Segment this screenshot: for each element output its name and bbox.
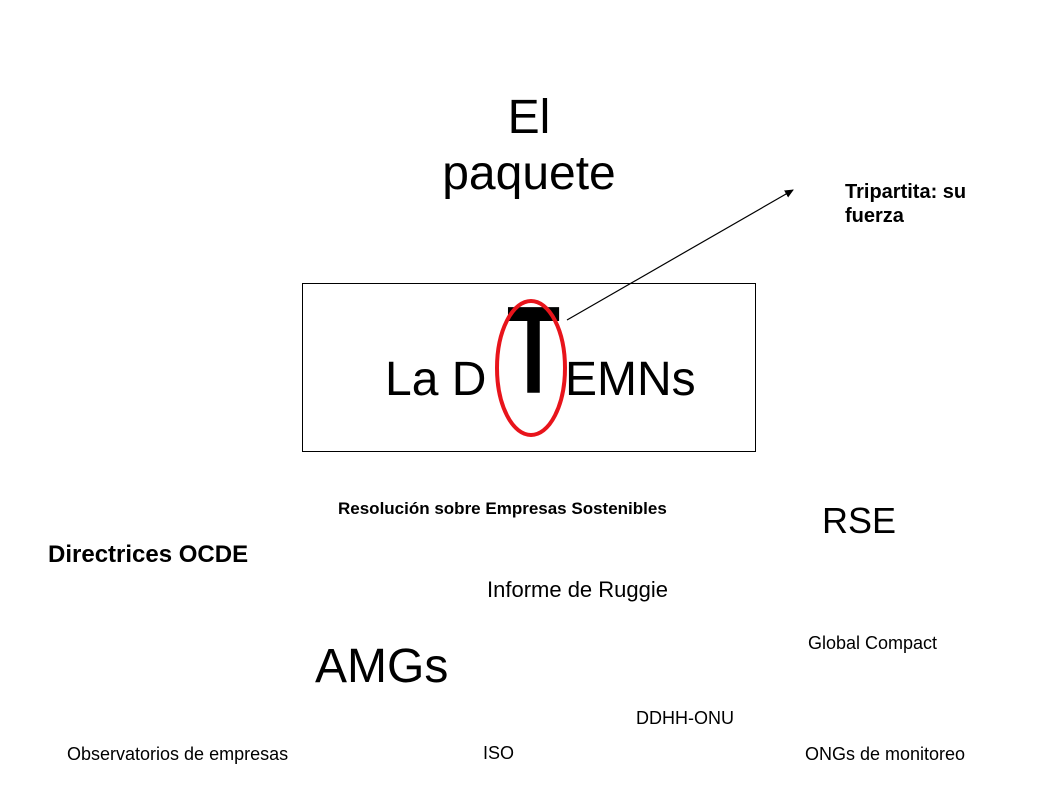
label-ddhh: DDHH-ONU xyxy=(636,708,734,728)
label-resolucion: Resolución sobre Empresas Sostenibles xyxy=(338,499,667,518)
diagram-title: El paquete xyxy=(0,90,1058,202)
center-text-suffix: EMNs xyxy=(565,353,696,406)
callout-arrow xyxy=(566,189,794,321)
label-ruggie: Informe de Ruggie xyxy=(487,577,668,602)
title-line-2: paquete xyxy=(442,147,616,200)
center-text-prefix: La D xyxy=(385,353,487,406)
label-rse: RSE xyxy=(822,500,897,541)
label-ongs: ONGs de monitoreo xyxy=(805,744,966,764)
label-directrices: Directrices OCDE xyxy=(48,541,249,568)
label-amgs: AMGs xyxy=(315,640,449,693)
callout-label: Tripartita: su fuerza xyxy=(845,181,967,227)
center-box xyxy=(302,283,756,452)
label-global-compact: Global Compact xyxy=(808,633,938,653)
label-observatorios: Observatorios de empresas xyxy=(67,744,289,764)
label-iso: ISO xyxy=(483,743,515,763)
highlight-ellipse xyxy=(495,299,567,437)
title-line-1: El xyxy=(507,91,551,144)
